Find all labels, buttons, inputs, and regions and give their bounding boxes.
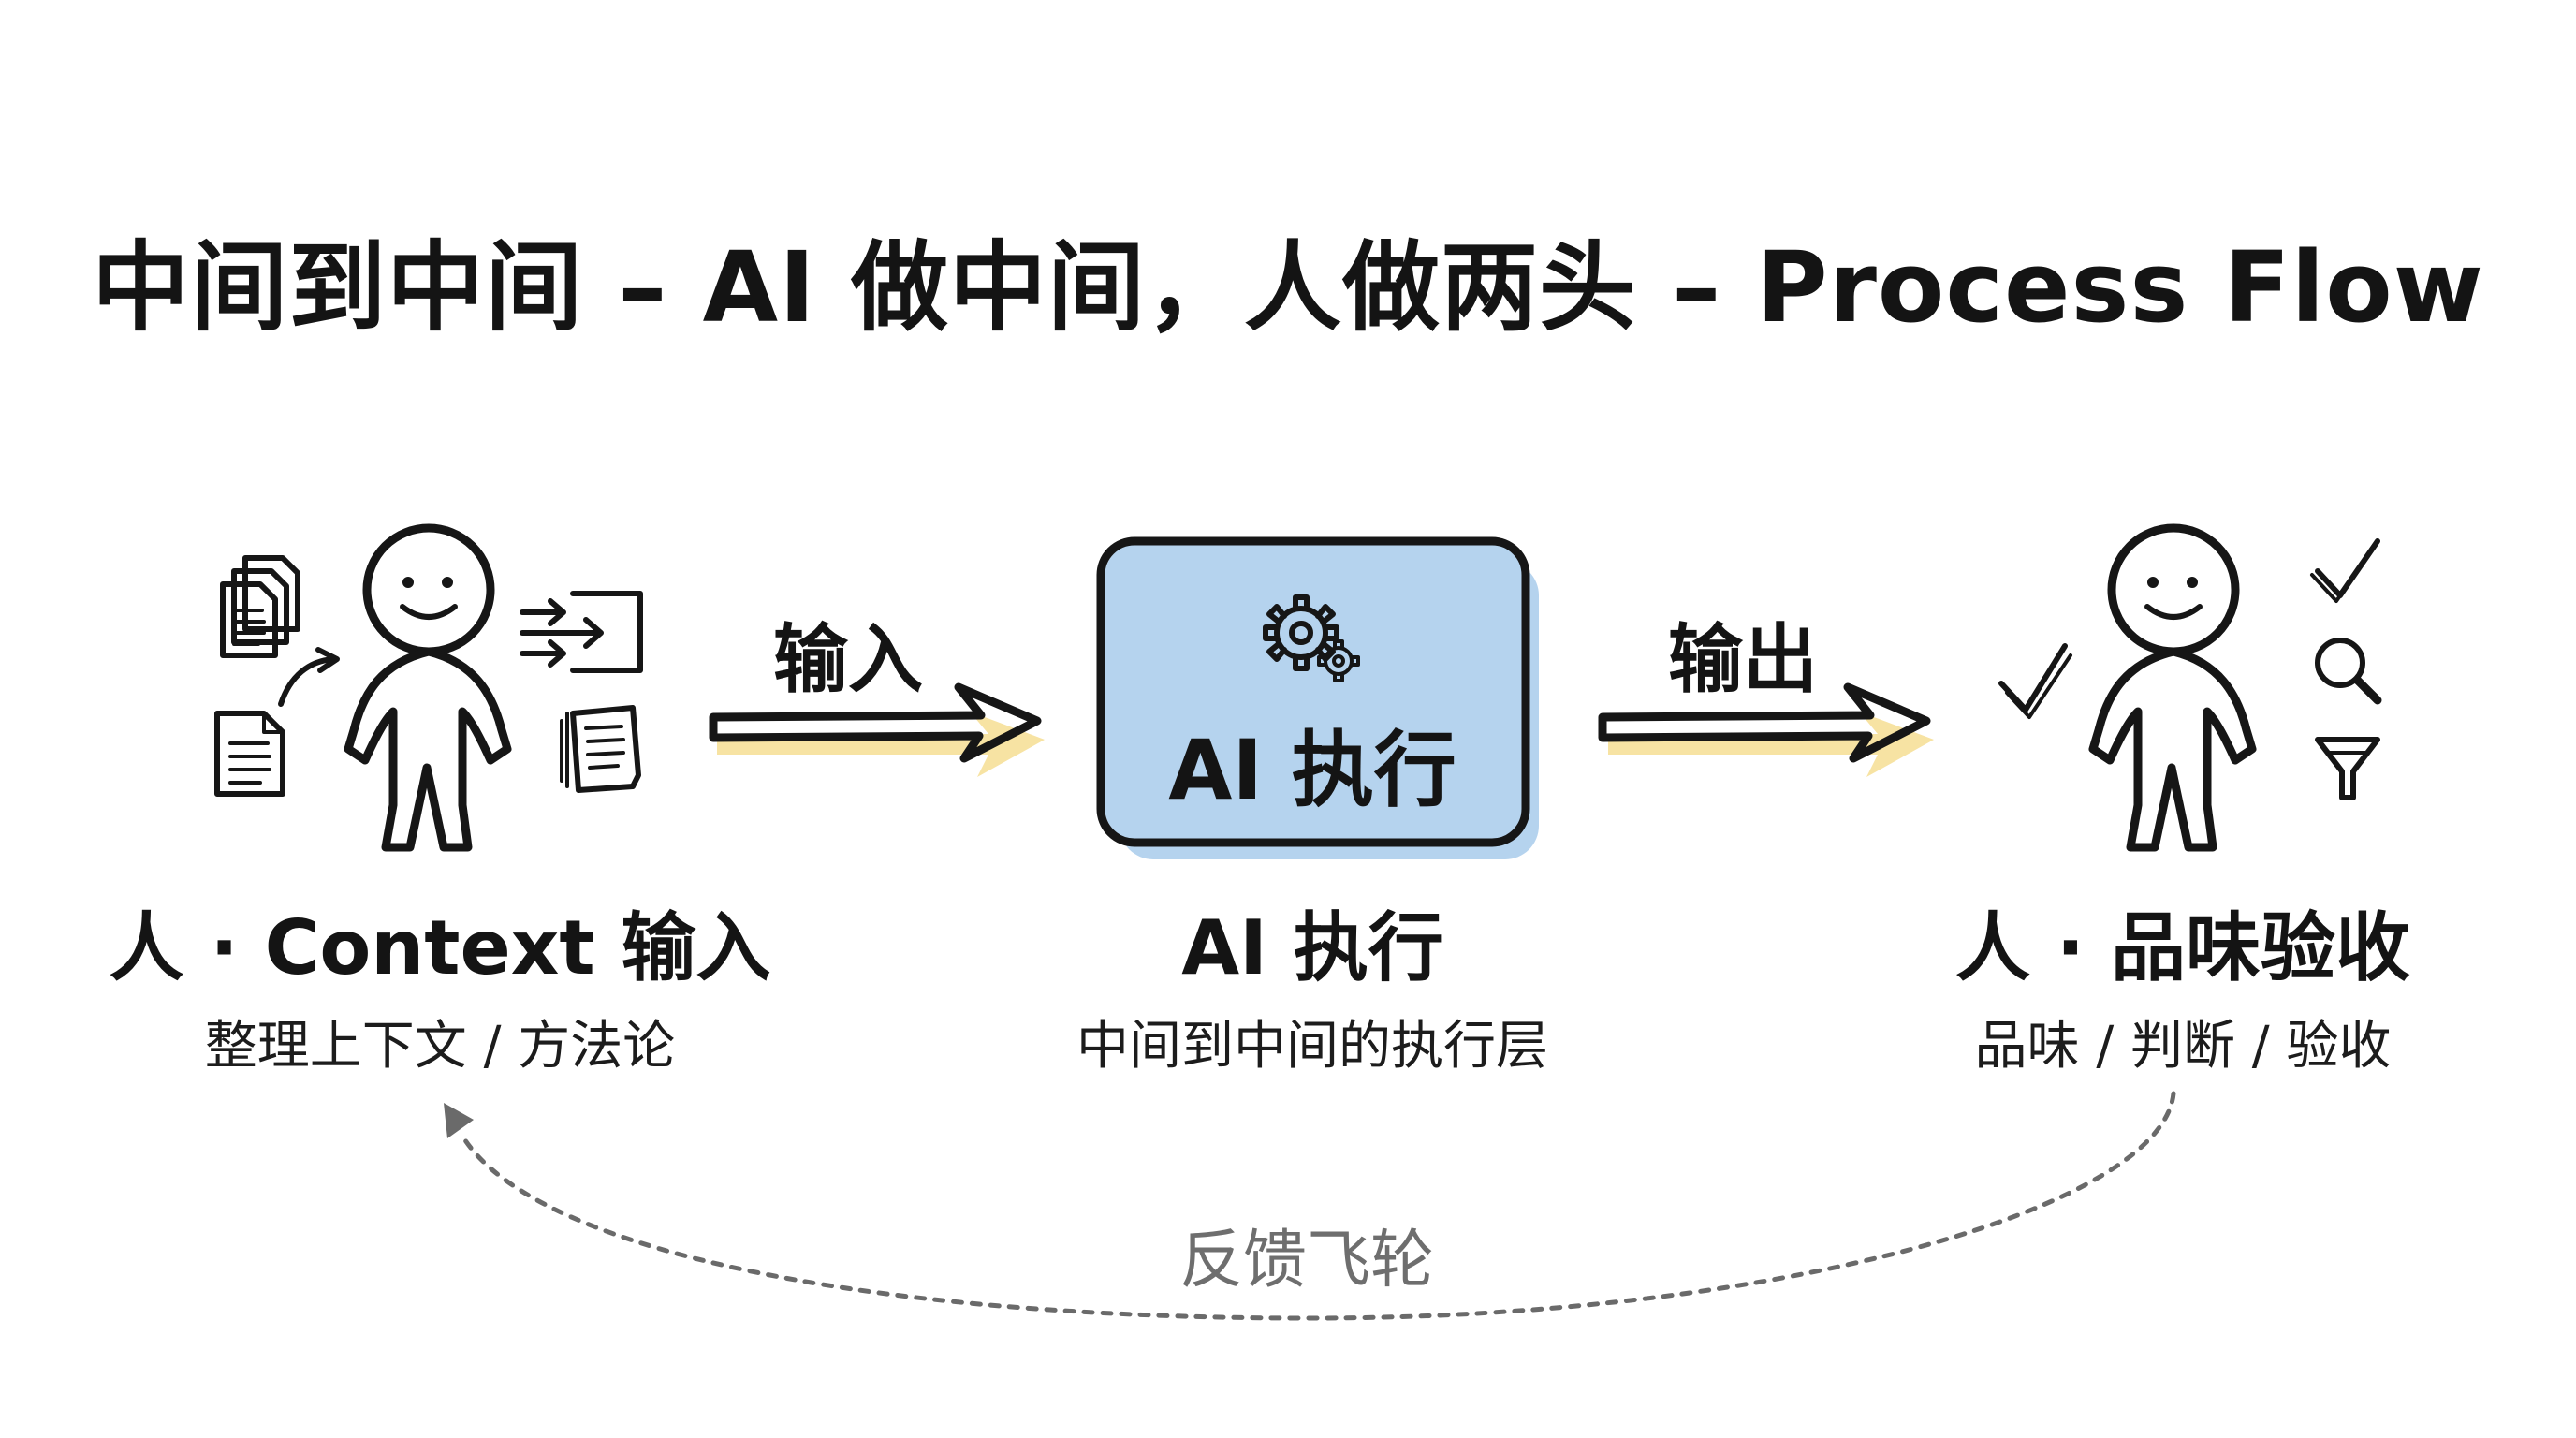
checkmark-icon: [2310, 538, 2380, 603]
curved-arrow-icon: [278, 647, 340, 707]
checkmark-icon: [1998, 643, 2072, 719]
right-stage-subtitle: 品味 / 判断 / 验收: [1974, 1016, 2392, 1077]
feedback-loop-label: 反馈飞轮: [1178, 1224, 1434, 1298]
left-stage-subtitle: 整理上下文 / 方法论: [204, 1016, 676, 1077]
import-icon: [520, 591, 643, 673]
document-stack-icon: [220, 555, 300, 658]
right-stage-title: 人 · 品味验收: [1954, 904, 2411, 991]
left-person-icon: [344, 523, 512, 852]
ai-execution-box: [1096, 536, 1539, 859]
feedback-loop-arrow: [444, 1091, 2176, 1321]
gears-icon: [1263, 594, 1360, 682]
document-icon: [214, 711, 285, 797]
center-stage-title: AI 执行: [1181, 904, 1443, 991]
right-person-icon: [2088, 523, 2257, 852]
input-arrow-label: 输入: [773, 616, 923, 703]
left-stage-title: 人 · Context 输入: [109, 904, 771, 991]
output-arrow-label: 输出: [1668, 616, 1818, 703]
page-title: 中间到中间 – AI 做中间，人做两头 – Process Flow: [92, 230, 2484, 345]
funnel-icon: [2315, 737, 2380, 800]
input-arrow: [709, 682, 1045, 777]
center-box-label: AI 执行: [1168, 722, 1456, 818]
output-arrow: [1598, 682, 1934, 777]
center-stage-subtitle: 中间到中间的执行层: [1076, 1016, 1548, 1077]
magnifier-icon: [2315, 638, 2382, 705]
document-icon: [560, 705, 641, 793]
